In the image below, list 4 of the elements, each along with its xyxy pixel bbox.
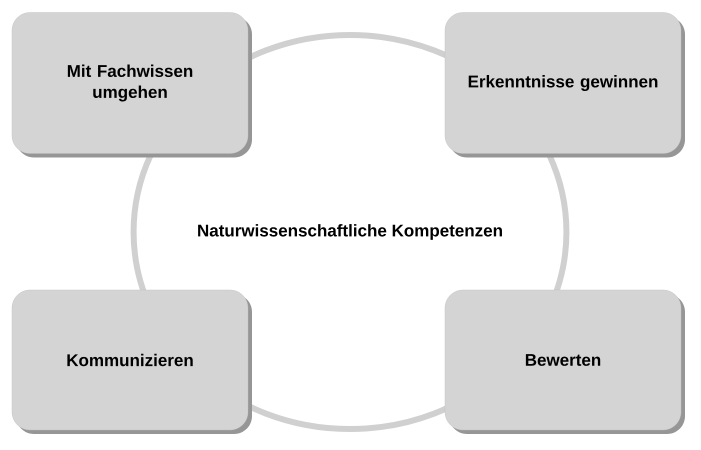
rounded-box: Kommunizieren (12, 290, 252, 434)
rounded-box: Erkenntnisse gewinnen (444, 12, 685, 158)
rounded-box: Mit Fachwissen umgehen (12, 12, 252, 158)
rounded-box: Bewerten (444, 290, 685, 434)
